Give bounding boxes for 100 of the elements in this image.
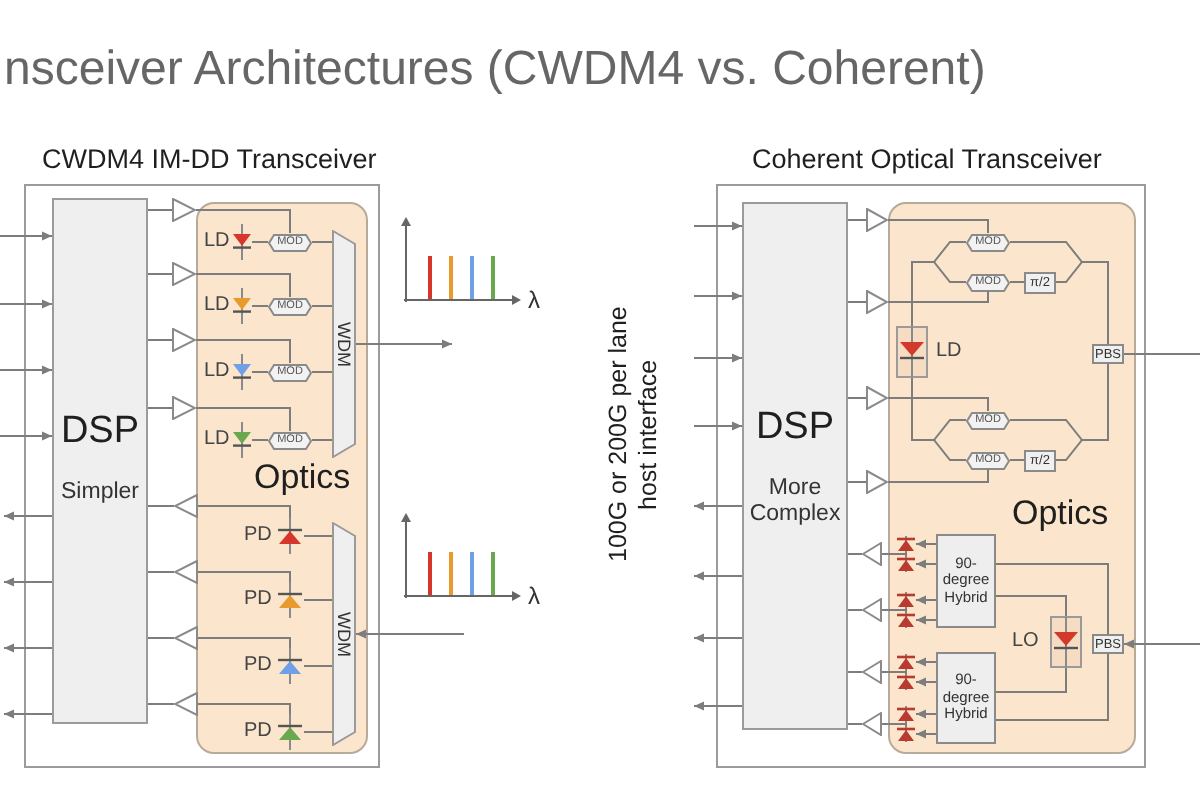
- connector-line: [303, 599, 333, 601]
- photodiode-symbol: [896, 674, 916, 690]
- connector-line: [311, 439, 333, 441]
- axis-label: λ: [528, 288, 540, 314]
- connector-line: [847, 553, 863, 555]
- component-label: PD: [244, 524, 272, 548]
- arrow: [693, 501, 743, 511]
- connector-line: [311, 241, 333, 243]
- arrow: [693, 701, 743, 711]
- photodiode-symbol: [896, 536, 916, 552]
- optics-region: [196, 202, 368, 754]
- connector-line: [251, 305, 269, 307]
- connector-line: [303, 535, 333, 537]
- photodiode-symbol: [896, 654, 916, 670]
- arrow: [693, 633, 743, 643]
- connector-line: [1055, 261, 1109, 345]
- connector-line: [147, 505, 175, 507]
- optics-region: [888, 202, 1136, 754]
- arrow: [915, 595, 937, 605]
- connector-line: [147, 703, 175, 705]
- connector-line: [197, 703, 291, 715]
- connector-line: [147, 407, 173, 409]
- connector-line: [1009, 459, 1025, 461]
- connector-line: [147, 339, 173, 341]
- dsp-block: [52, 198, 148, 724]
- connector-line: [195, 209, 291, 234]
- connector-line: [311, 305, 333, 307]
- page-title: nsceiver Architectures (CWDM4 vs. Coherent): [4, 42, 986, 98]
- arrow: [915, 615, 937, 625]
- connector-line: [197, 571, 291, 583]
- arrow: [0, 365, 53, 375]
- component-label: PD: [244, 654, 272, 678]
- component-label: LD: [204, 294, 230, 318]
- connector-line: [911, 261, 967, 327]
- arrow: [693, 221, 743, 231]
- connector-line: [147, 209, 173, 211]
- region-label: Optics: [1012, 496, 1109, 532]
- arrow: [3, 643, 53, 653]
- connector-line: [847, 671, 863, 673]
- axis-label: λ: [528, 584, 540, 610]
- amplifier-symbol: [172, 262, 196, 286]
- component-label: LD: [204, 428, 230, 452]
- panel-heading: Coherent Optical Transceiver: [752, 144, 1102, 176]
- connector-line: [887, 468, 989, 483]
- block-title: DSP: [755, 408, 835, 448]
- connector-line: [995, 653, 1109, 721]
- connector-line: [847, 301, 867, 303]
- photodiode-symbol: [896, 726, 916, 742]
- amplifier-symbol: [172, 328, 196, 352]
- connector-line: [197, 505, 291, 519]
- arrow: [693, 353, 743, 363]
- connector-line: [197, 637, 291, 649]
- amplifier-symbol: [862, 712, 882, 736]
- connector-line: [195, 407, 291, 432]
- arrow: [915, 539, 937, 549]
- connector-line: [251, 371, 269, 373]
- photodiode-symbol: [896, 612, 916, 628]
- arrow: [693, 421, 743, 431]
- connector-line: [847, 723, 863, 725]
- arrow: [0, 431, 53, 441]
- connector-line: [303, 731, 333, 733]
- arrow: [915, 677, 937, 687]
- connector-line: [1123, 353, 1200, 355]
- photodiode-symbol: [896, 592, 916, 608]
- arrow: [693, 291, 743, 301]
- connector-line: [995, 595, 1067, 617]
- connector-line: [911, 377, 967, 461]
- arrow: [915, 657, 937, 667]
- connector-line: [251, 439, 269, 441]
- arrow: [915, 709, 937, 719]
- multiplexer-block: WDM: [332, 522, 356, 746]
- amplifier-symbol: [862, 660, 882, 684]
- connector-line: [995, 563, 1109, 635]
- arrow: [355, 339, 453, 349]
- component-label: PD: [244, 720, 272, 744]
- arrow: [0, 231, 53, 241]
- connector-line: [887, 397, 989, 412]
- block-title: DSP: [60, 412, 140, 452]
- component-label: PD: [244, 588, 272, 612]
- block-subtitle: More Complex: [749, 476, 841, 528]
- connector-line: [303, 665, 333, 667]
- component-label: LD: [936, 340, 962, 364]
- arrow: [355, 629, 465, 639]
- component-label: LO: [1012, 630, 1039, 654]
- connector-line: [847, 219, 867, 221]
- connector-line: [251, 241, 269, 243]
- panel-heading: CWDM4 IM-DD Transceiver: [42, 144, 377, 176]
- amplifier-symbol: [172, 396, 196, 420]
- photodiode-symbol: [896, 556, 916, 572]
- arrow: [693, 571, 743, 581]
- amplifier-symbol: [174, 560, 198, 584]
- component-label: LD: [204, 360, 230, 384]
- connector-line: [195, 273, 291, 298]
- multiplexer-block: WDM: [332, 230, 356, 458]
- connector-line: [887, 290, 989, 303]
- arrow: [0, 299, 53, 309]
- amplifier-symbol: [862, 542, 882, 566]
- interface-note: 100G or 200G per lane host interface: [604, 304, 664, 566]
- component-label: LD: [204, 230, 230, 254]
- amplifier-symbol: [172, 198, 196, 222]
